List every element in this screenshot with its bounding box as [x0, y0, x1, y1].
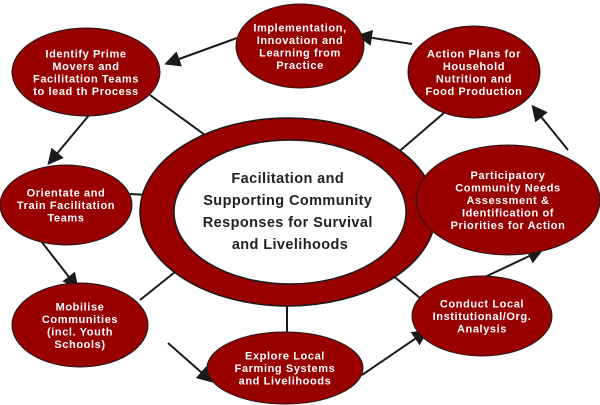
central-title: Facilitation and Supporting Community Re… — [203, 171, 377, 253]
node-ellipse — [407, 25, 541, 119]
node-ellipse — [0, 164, 133, 246]
cycle-arrows — [33, 29, 569, 383]
node-ellipse — [415, 144, 600, 256]
node-ellipse — [11, 282, 149, 368]
node-ellipse — [11, 27, 161, 117]
node-ellipse — [411, 275, 553, 357]
node-ellipse — [206, 331, 364, 405]
central-ring: Facilitation and Supporting Community Re… — [139, 117, 437, 307]
node-ellipse — [235, 3, 365, 89]
